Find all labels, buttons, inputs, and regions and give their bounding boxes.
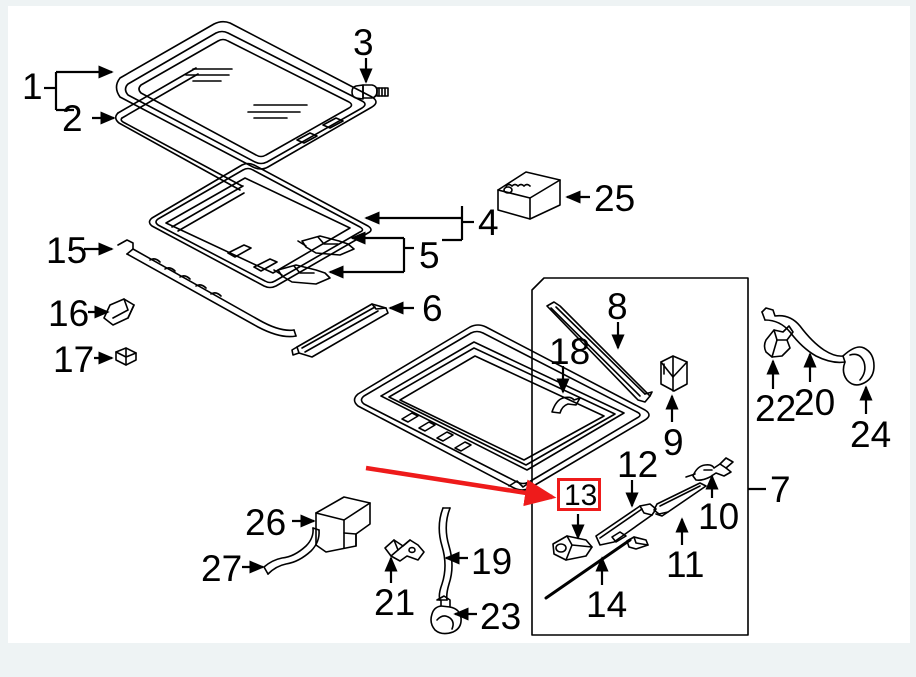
callout-10: 10 xyxy=(698,496,740,537)
callout-16: 16 xyxy=(48,293,90,334)
callout-23: 23 xyxy=(480,596,522,637)
callout-14: 14 xyxy=(586,584,628,625)
callout-4: 4 xyxy=(478,202,499,243)
callout-22: 22 xyxy=(755,388,797,429)
callout-17: 17 xyxy=(53,339,95,380)
diagram-canvas xyxy=(8,6,910,643)
callout-1: 1 xyxy=(22,66,43,107)
callout-27: 27 xyxy=(201,548,243,589)
callout-6: 6 xyxy=(422,288,443,329)
callout-19: 19 xyxy=(471,541,513,582)
callout-20: 20 xyxy=(794,382,836,423)
callout-5: 5 xyxy=(419,235,440,276)
callout-21: 21 xyxy=(374,582,416,623)
callout-26: 26 xyxy=(245,502,287,543)
callout-24: 24 xyxy=(850,414,892,455)
callout-25: 25 xyxy=(594,178,636,219)
callout-9: 9 xyxy=(663,422,684,463)
callout-11: 11 xyxy=(666,544,705,585)
callout-15: 15 xyxy=(46,230,88,271)
callout-12: 12 xyxy=(617,444,659,485)
callout-13: 13 xyxy=(564,479,598,512)
callout-3: 3 xyxy=(353,22,374,63)
callout-2: 2 xyxy=(62,98,83,139)
callout-8: 8 xyxy=(607,286,628,327)
callout-18: 18 xyxy=(549,331,591,372)
highlight-box-13 xyxy=(557,478,601,511)
callout-7: 7 xyxy=(770,469,791,510)
